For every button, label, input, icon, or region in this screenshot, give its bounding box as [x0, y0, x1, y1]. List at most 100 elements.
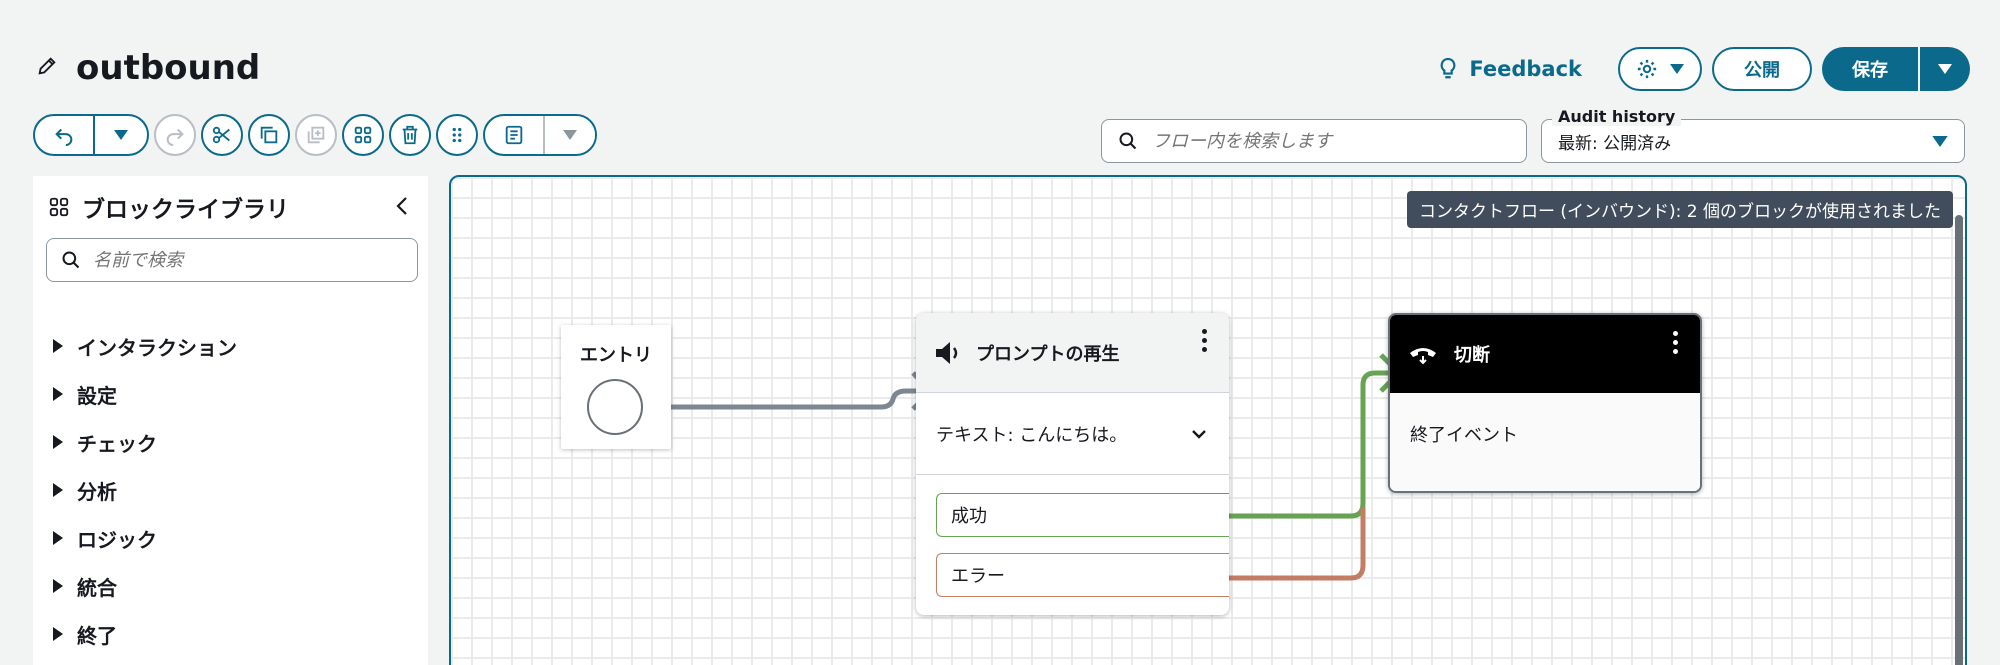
category-label: チェック: [77, 431, 157, 456]
redo-button[interactable]: [154, 114, 196, 156]
block-library-title: ブロックライブラリ: [82, 197, 289, 223]
entry-label: エントリ: [580, 345, 652, 366]
caret-right-icon: [53, 579, 63, 593]
copy-icon: [260, 126, 278, 144]
redo-icon: [166, 128, 184, 146]
category-analytics[interactable]: 分析: [53, 466, 237, 514]
delete-button[interactable]: [389, 114, 431, 156]
undo-icon: [55, 128, 73, 146]
block-search-input[interactable]: [93, 249, 315, 271]
block-body: 終了イベント: [1390, 393, 1700, 491]
prompt-text: テキスト: こんにちは。: [936, 424, 1128, 446]
chevron-down-icon: [1192, 429, 1206, 439]
search-icon: [62, 251, 80, 269]
category-label: インタラクション: [77, 335, 237, 360]
duplicate-icon: [307, 126, 325, 144]
search-icon: [1119, 132, 1137, 150]
block-title: プロンプトの再生: [976, 343, 1120, 365]
pencil-icon[interactable]: [36, 55, 58, 81]
entry-to-prompt-wire[interactable]: [596, 388, 921, 410]
speaker-icon: [936, 341, 958, 364]
lightbulb-icon: [1440, 57, 1456, 79]
error-to-disconnect-wire[interactable]: [1229, 507, 1366, 581]
canvas-scrollbar[interactable]: [1955, 215, 1963, 665]
block-menu-button[interactable]: [1673, 331, 1678, 358]
branch-success[interactable]: 成功: [936, 493, 1229, 537]
save-button-group: 保存: [1822, 47, 1970, 91]
trash-icon: [402, 125, 418, 145]
notes-icon: [505, 125, 523, 145]
chevron-down-icon: [1670, 64, 1684, 74]
chevron-left-icon: [396, 197, 407, 215]
block-title: 切断: [1454, 345, 1490, 366]
notes-button[interactable]: [485, 116, 543, 154]
caret-right-icon: [53, 531, 63, 545]
page-title: outbound: [76, 48, 261, 88]
disconnect-block[interactable]: 切断 終了イベント: [1388, 313, 1702, 493]
chevron-down-icon: [1938, 64, 1952, 74]
flow-search-input[interactable]: [1152, 130, 1512, 152]
title-row: outbound: [36, 48, 260, 88]
block-header: 切断: [1390, 315, 1700, 393]
save-dropdown-button[interactable]: [1920, 47, 1970, 91]
audit-history-label: Audit history: [1552, 107, 1682, 126]
collapse-panel-button[interactable]: [396, 196, 408, 220]
copy-button[interactable]: [248, 114, 290, 156]
audit-history-select[interactable]: 最新: 公開済み: [1541, 119, 1965, 163]
category-settings[interactable]: 設定: [53, 370, 237, 418]
play-prompt-block[interactable]: プロンプトの再生 テキスト: こんにちは。 成功 エラー: [916, 313, 1229, 615]
category-interaction[interactable]: インタラクション: [53, 322, 237, 370]
block-menu-button[interactable]: [1202, 329, 1207, 356]
chevron-down-icon: [1932, 135, 1948, 147]
chevron-down-icon: [563, 130, 577, 140]
grid-icon: [354, 126, 372, 144]
drag-handle-button[interactable]: [436, 114, 478, 156]
flow-canvas[interactable]: コンタクトフロー (インバウンド): 2 個のブロックが使用されました エントリ…: [449, 175, 1967, 665]
feedback-label: Feedback: [1469, 57, 1582, 81]
header-actions: Feedback 公開 保存: [1437, 47, 1970, 91]
success-to-disconnect-wire[interactable]: [1229, 370, 1391, 519]
category-list: インタラクション 設定 チェック 分析 ロジック 統合 終了: [53, 322, 237, 658]
caret-right-icon: [53, 627, 63, 641]
block-header: プロンプトの再生: [916, 313, 1229, 393]
block-search-box: [46, 238, 418, 282]
category-label: ロジック: [77, 527, 157, 552]
entry-output-port[interactable]: [587, 379, 643, 435]
prompt-text-row[interactable]: テキスト: こんにちは。: [916, 393, 1229, 475]
entry-block[interactable]: エントリ: [561, 325, 671, 449]
block-usage-badge: コンタクトフロー (インバウンド): 2 個のブロックが使用されました: [1406, 191, 1953, 228]
grid-icon: [49, 197, 69, 217]
feedback-link[interactable]: Feedback: [1437, 57, 1582, 81]
undo-dropdown-button[interactable]: [93, 116, 147, 154]
arrange-button[interactable]: [342, 114, 384, 156]
block-library-panel: ブロックライブラリ インタラクション 設定 チェック 分析 ロジック 統合 終了: [33, 176, 428, 665]
duplicate-button[interactable]: [295, 114, 337, 156]
branch-error[interactable]: エラー: [936, 553, 1229, 597]
branch-label: エラー: [951, 566, 1005, 587]
category-label: 設定: [77, 383, 117, 408]
editor-toolbar: [33, 114, 597, 156]
notes-group: [483, 114, 597, 156]
branch-label: 成功: [951, 506, 987, 527]
settings-button[interactable]: [1618, 47, 1702, 91]
block-library-header: ブロックライブラリ: [48, 190, 289, 224]
save-button[interactable]: 保存: [1822, 47, 1918, 91]
drag-dots-icon: [452, 127, 462, 143]
category-logic[interactable]: ロジック: [53, 514, 237, 562]
undo-group: [33, 114, 149, 156]
category-terminate[interactable]: 終了: [53, 610, 237, 658]
undo-button[interactable]: [35, 116, 93, 154]
caret-right-icon: [53, 339, 63, 353]
notes-dropdown-button[interactable]: [543, 116, 595, 154]
flow-search-box: [1101, 119, 1527, 163]
category-check[interactable]: チェック: [53, 418, 237, 466]
caret-right-icon: [53, 483, 63, 497]
publish-button[interactable]: 公開: [1712, 47, 1812, 91]
chevron-down-icon: [114, 130, 128, 140]
category-label: 終了: [77, 623, 117, 648]
category-integration[interactable]: 統合: [53, 562, 237, 610]
category-label: 統合: [77, 575, 117, 600]
gear-icon: [1637, 59, 1657, 79]
caret-right-icon: [53, 387, 63, 401]
cut-button[interactable]: [201, 114, 243, 156]
